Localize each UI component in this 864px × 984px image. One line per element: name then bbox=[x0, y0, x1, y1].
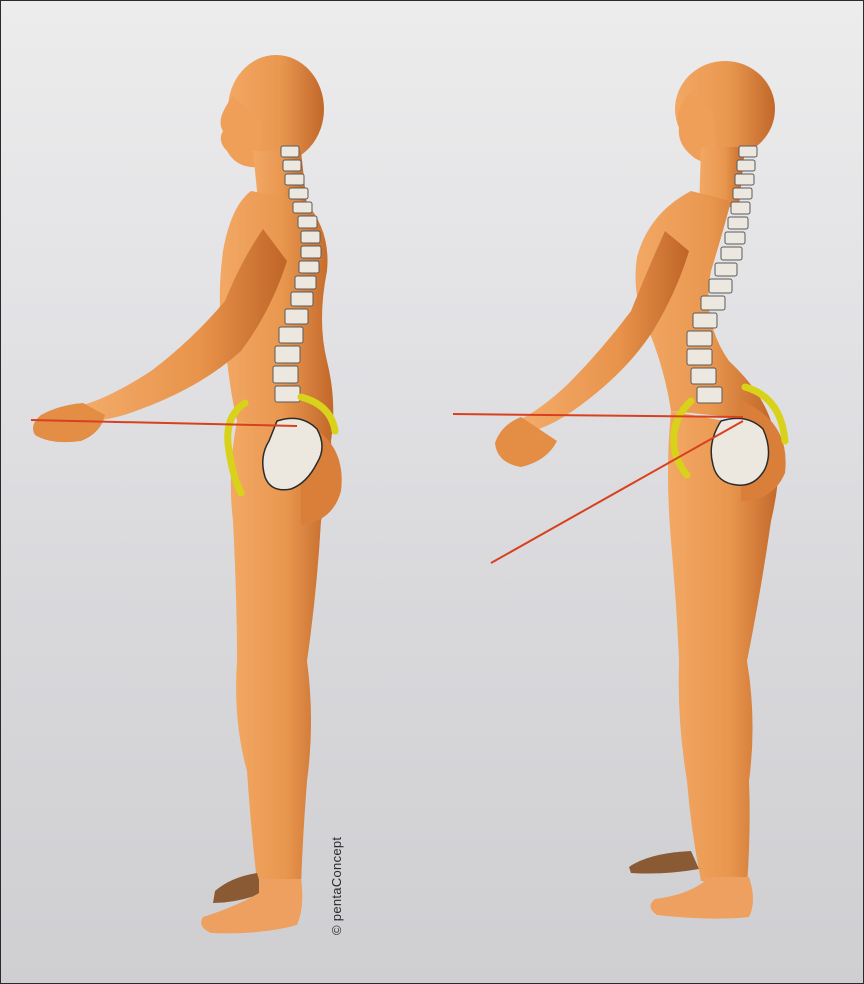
right-horizontal-reference-line bbox=[453, 414, 743, 417]
right-front-foot bbox=[650, 877, 753, 919]
left-figure-upright bbox=[31, 55, 342, 933]
copyright-credit: © pentaConcept bbox=[329, 837, 344, 935]
right-figure-tilted bbox=[453, 61, 786, 919]
right-back-foot bbox=[629, 851, 699, 874]
right-pelvis-bone bbox=[711, 418, 768, 485]
